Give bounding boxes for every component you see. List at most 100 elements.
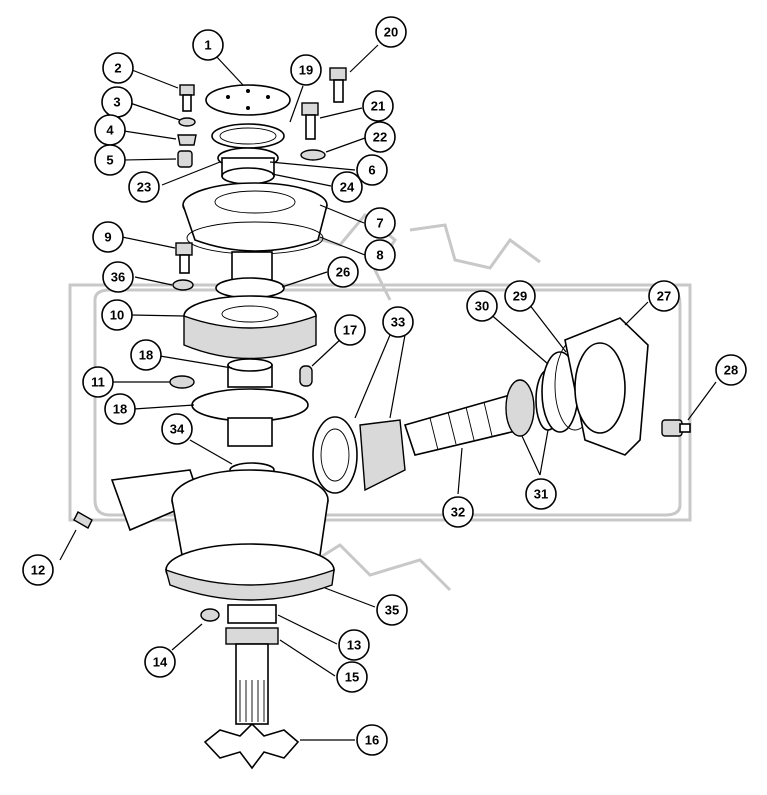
callout-circle	[442, 496, 474, 528]
callout-label: 24	[340, 180, 355, 195]
part-pinion-shaft-16	[203, 643, 300, 770]
callout-label: 21	[371, 99, 385, 114]
callout-6: 6	[356, 154, 388, 186]
callout-label: 3	[113, 95, 120, 110]
part-end-cover-27	[564, 317, 649, 456]
callout-21: 21	[362, 90, 394, 122]
callout-10: 10	[101, 299, 133, 331]
callout-circle	[144, 646, 176, 678]
callout-circle	[715, 354, 747, 386]
part-bearing-33	[312, 416, 406, 494]
callout-circle	[161, 413, 193, 445]
callout-circle	[22, 554, 54, 586]
callout-circle	[376, 594, 408, 626]
callout-label: 11	[91, 375, 105, 390]
part-worm-shaft-32	[403, 394, 521, 456]
part-ring-26	[215, 277, 285, 299]
callout-17: 17	[334, 314, 366, 346]
part-washer-36	[172, 279, 194, 291]
callout-7: 7	[364, 207, 396, 239]
leader-lines	[59, 44, 717, 741]
callout-18: 18	[104, 393, 136, 425]
part-flange-7	[182, 182, 328, 252]
callout-31: 31	[525, 478, 557, 510]
part-nut-4	[177, 134, 197, 146]
callout-circle	[338, 629, 370, 661]
callout-label: 28	[724, 363, 738, 378]
callout-label: 2	[114, 61, 121, 76]
callout-label: 18	[139, 348, 153, 363]
callout-circle	[356, 724, 388, 756]
callout-label: 5	[106, 153, 113, 168]
part-bolt-21	[301, 102, 319, 140]
part-pin-17	[299, 365, 313, 387]
callout-label: 31	[534, 487, 548, 502]
callout-circle	[364, 239, 396, 271]
callout-23: 23	[128, 171, 160, 203]
callout-label: 22	[373, 130, 387, 145]
callout-28: 28	[715, 354, 747, 386]
callout-1: 1	[192, 29, 224, 61]
callout-27: 27	[648, 280, 680, 312]
callout-label: 1	[204, 38, 211, 53]
callout-label: 35	[385, 603, 399, 618]
callout-circle	[92, 221, 124, 253]
part-seal-13-15	[225, 604, 279, 645]
part-gear-10	[183, 295, 317, 360]
callout-3: 3	[101, 86, 133, 118]
callout-13: 13	[338, 629, 370, 661]
callout-label: 16	[365, 733, 379, 748]
callout-24: 24	[331, 171, 363, 203]
callout-32: 32	[442, 496, 474, 528]
part-seal-19	[211, 123, 285, 149]
callout-circle	[82, 366, 114, 398]
callout-9: 9	[92, 221, 124, 253]
part-plug-12	[73, 511, 93, 529]
callout-circle	[102, 52, 134, 84]
callout-label: 12	[31, 563, 45, 578]
part-bolt-20	[329, 67, 347, 103]
part-flange-18b	[191, 388, 309, 447]
part-nut-11	[169, 375, 195, 389]
callout-19: 19	[290, 54, 322, 86]
callout-circle	[101, 299, 133, 331]
part-bolt-9	[175, 242, 193, 274]
callout-circle	[382, 306, 414, 338]
part-hub-shaft	[231, 251, 273, 281]
callout-label: 6	[368, 163, 375, 178]
callout-34: 34	[161, 413, 193, 445]
callout-label: 23	[137, 180, 151, 195]
callout-circle	[334, 314, 366, 346]
callout-label: 7	[376, 216, 383, 231]
callout-circle	[362, 90, 394, 122]
part-spline-collar-18a	[227, 358, 273, 388]
callout-circle	[102, 261, 134, 293]
part-bolt-28	[661, 419, 691, 437]
callout-circle	[327, 256, 359, 288]
callout-circle	[648, 280, 680, 312]
callout-label: 8	[376, 248, 383, 263]
callout-circle	[364, 207, 396, 239]
part-bearing-cap-6-23-24	[217, 147, 279, 185]
callout-label: 14	[153, 655, 168, 670]
callout-35: 35	[376, 594, 408, 626]
part-nut-14	[200, 608, 220, 622]
callout-5: 5	[94, 144, 126, 176]
callout-8: 8	[364, 239, 396, 271]
part-housing-35	[110, 469, 335, 601]
callout-label: 33	[391, 315, 405, 330]
callout-20: 20	[375, 16, 407, 48]
callout-label: 19	[299, 63, 313, 78]
callout-circle	[331, 171, 363, 203]
callout-label: 9	[104, 230, 111, 245]
part-washer-3	[178, 117, 196, 127]
callout-label: 36	[111, 270, 125, 285]
callout-29: 29	[504, 280, 536, 312]
callout-33: 33	[382, 306, 414, 338]
part-plug-5	[177, 150, 193, 168]
callout-circle	[336, 661, 368, 693]
callout-label: 34	[170, 422, 185, 437]
callout-circle	[364, 121, 396, 153]
